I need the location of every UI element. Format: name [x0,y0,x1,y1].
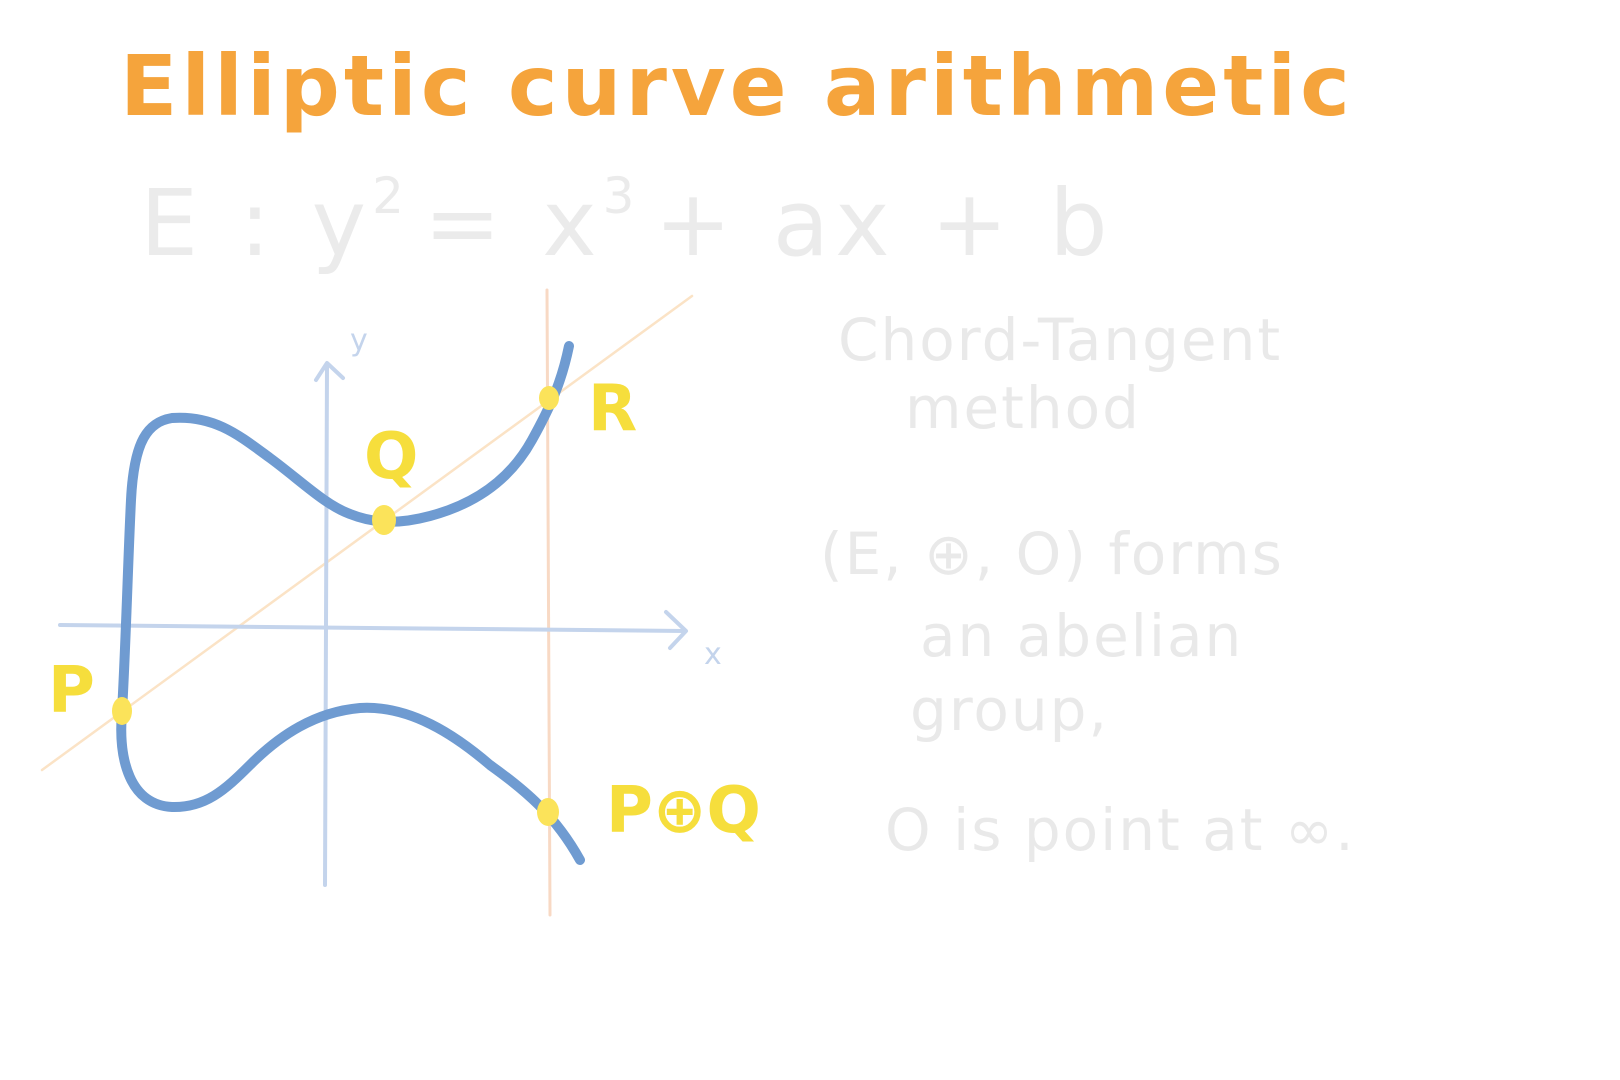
point-sum-marker [537,798,559,826]
curve-upper-branch [117,341,574,717]
point-p-marker [112,697,132,725]
method-line-1: Chord-Tangent [838,306,1282,374]
group-line-3: group, [910,676,1109,744]
group-line-1: (E, ⊕, O) forms [820,520,1284,588]
point-q-label: Q [364,420,418,494]
chord-line [40,294,694,772]
equation-lhs: E : y [140,170,372,277]
page-title: Elliptic curve arithmetic [120,37,1354,135]
point-r-marker [539,386,559,410]
x-axis [58,623,687,633]
equation-rhs: + ax + b [654,170,1113,277]
point-sum-label: P⊕Q [606,774,761,848]
x-axis-label: x [704,637,722,672]
notes: Chord-Tangent method (E, ⊕, O) forms an … [820,306,1356,864]
equation-equals-x: = x [424,170,603,277]
y-axis-arrowhead [314,361,345,382]
axes: x y [58,323,722,887]
equation-lhs-exponent: 2 [372,167,410,225]
y-axis-label: y [350,323,368,358]
method-line-2: method [905,374,1141,442]
curve-lower-branch [116,702,585,865]
point-r-label: R [588,372,637,446]
group-line-2: an abelian [920,602,1243,670]
curve-equation: E : y2= x3+ ax + b [140,167,1114,277]
equation-x-exponent: 3 [603,167,641,225]
point-p-label: P [48,654,95,728]
point-q-marker [372,505,396,535]
x-axis-arrowhead [664,610,688,650]
y-axis [323,363,329,887]
identity-line: O is point at ∞. [885,796,1356,864]
